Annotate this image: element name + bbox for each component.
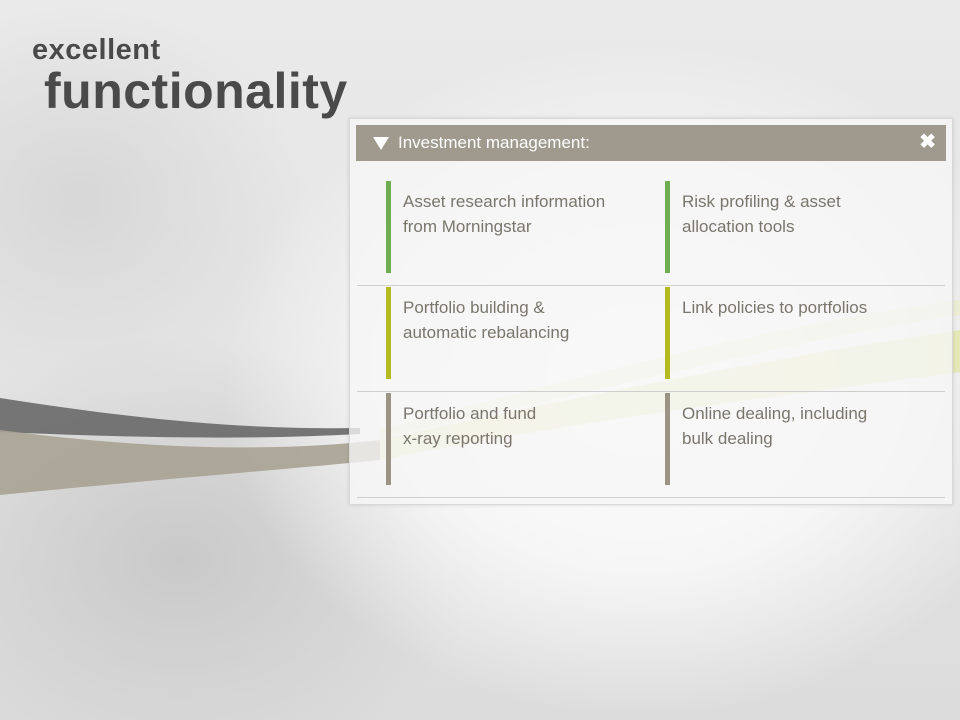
feature-item: Online dealing, including bulk dealing [665,393,943,485]
title-line-1: excellent [32,34,161,66]
feature-text: Risk profiling & asset allocation tools [682,192,841,236]
feature-item: Asset research information from Mornings… [386,181,664,273]
feature-bar [665,181,670,273]
feature-bar [386,393,391,485]
investment-panel: Investment management: ✖ Asset research … [349,118,953,505]
feature-text: Asset research information from Mornings… [403,192,606,236]
feature-item: Link policies to portfolios [665,287,943,379]
feature-bar [386,287,391,379]
feature-bar [386,181,391,273]
feature-item: Portfolio and fund x-ray reporting [386,393,664,485]
feature-text: Online dealing, including bulk dealing [682,404,868,448]
triangle-down-icon[interactable] [373,136,389,150]
feature-text: Link policies to portfolios [682,298,868,317]
title-line-2: functionality [44,63,348,119]
feature-text: Portfolio and fund x-ray reporting [403,404,537,448]
feature-row: Portfolio and fund x-ray reporting Onlin… [357,393,945,498]
feature-item: Portfolio building & automatic rebalanci… [386,287,664,379]
feature-item: Risk profiling & asset allocation tools [665,181,943,273]
panel-header-label: Investment management: [398,133,590,152]
feature-bar [665,287,670,379]
panel-header[interactable]: Investment management: ✖ [356,125,946,161]
close-icon[interactable]: ✖ [919,131,936,153]
feature-row: Asset research information from Mornings… [357,181,945,286]
feature-text: Portfolio building & automatic rebalanci… [403,298,570,342]
feature-bar [665,393,670,485]
feature-row: Portfolio building & automatic rebalanci… [357,287,945,392]
